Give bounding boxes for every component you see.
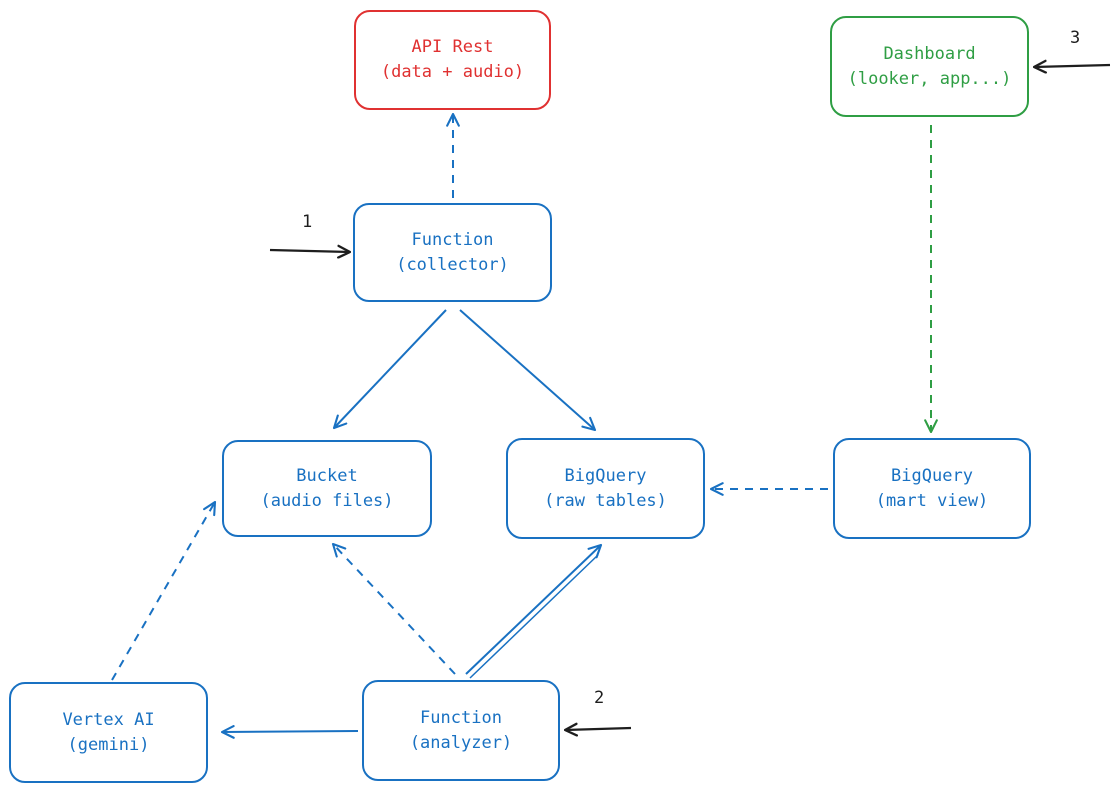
node-bucket-subtitle: (audio files) <box>260 490 394 511</box>
node-vertex-ai-subtitle: (gemini) <box>67 734 150 755</box>
arrow-analyzer-to-bucket <box>331 542 456 675</box>
node-dashboard-subtitle: (looker, app...) <box>847 68 1012 89</box>
step-label-2: 2 <box>594 688 605 708</box>
node-bucket-title: Bucket <box>296 465 358 486</box>
node-bigquery-raw[interactable]: BigQuery (raw tables) <box>506 438 705 539</box>
arrow-vertex-to-bucket <box>111 500 217 681</box>
node-bucket[interactable]: Bucket (audio files) <box>222 440 432 537</box>
node-function-analyzer-subtitle: (analyzer) <box>409 732 513 753</box>
node-dashboard[interactable]: Dashboard (looker, app...) <box>830 16 1029 117</box>
node-api-rest[interactable]: API Rest (data + audio) <box>354 10 551 110</box>
arrow-trigger-3 <box>1032 59 1111 74</box>
node-vertex-ai-title: Vertex AI <box>62 709 155 730</box>
node-bigquery-raw-subtitle: (raw tables) <box>544 490 667 511</box>
step-label-1: 1 <box>302 212 313 232</box>
arrow-trigger-2 <box>563 722 632 737</box>
node-function-collector-subtitle: (collector) <box>396 254 509 275</box>
node-bigquery-mart-subtitle: (mart view) <box>875 490 989 511</box>
arrow-analyzer-to-bq-raw-stroke2 <box>469 554 599 679</box>
node-function-analyzer-title: Function <box>420 707 502 728</box>
arrow-trigger-1 <box>269 244 352 259</box>
arrow-collector-to-bucket <box>332 309 447 430</box>
node-bigquery-mart[interactable]: BigQuery (mart view) <box>833 438 1031 539</box>
node-function-collector[interactable]: Function (collector) <box>353 203 552 302</box>
node-api-rest-subtitle: (data + audio) <box>380 62 525 82</box>
node-bigquery-mart-title: BigQuery <box>891 465 973 486</box>
arrow-analyzer-to-vertex <box>220 725 359 739</box>
step-label-3: 3 <box>1070 28 1081 48</box>
node-dashboard-title: Dashboard <box>883 43 976 64</box>
arrow-collector-to-bq-raw <box>459 309 597 432</box>
node-api-rest-title: API Rest <box>411 37 494 57</box>
node-function-analyzer[interactable]: Function (analyzer) <box>362 680 560 781</box>
node-function-collector-title: Function <box>411 229 494 250</box>
arrow-analyzer-to-bq-raw <box>465 543 603 675</box>
node-bigquery-raw-title: BigQuery <box>564 465 647 486</box>
node-vertex-ai[interactable]: Vertex AI (gemini) <box>9 682 208 783</box>
